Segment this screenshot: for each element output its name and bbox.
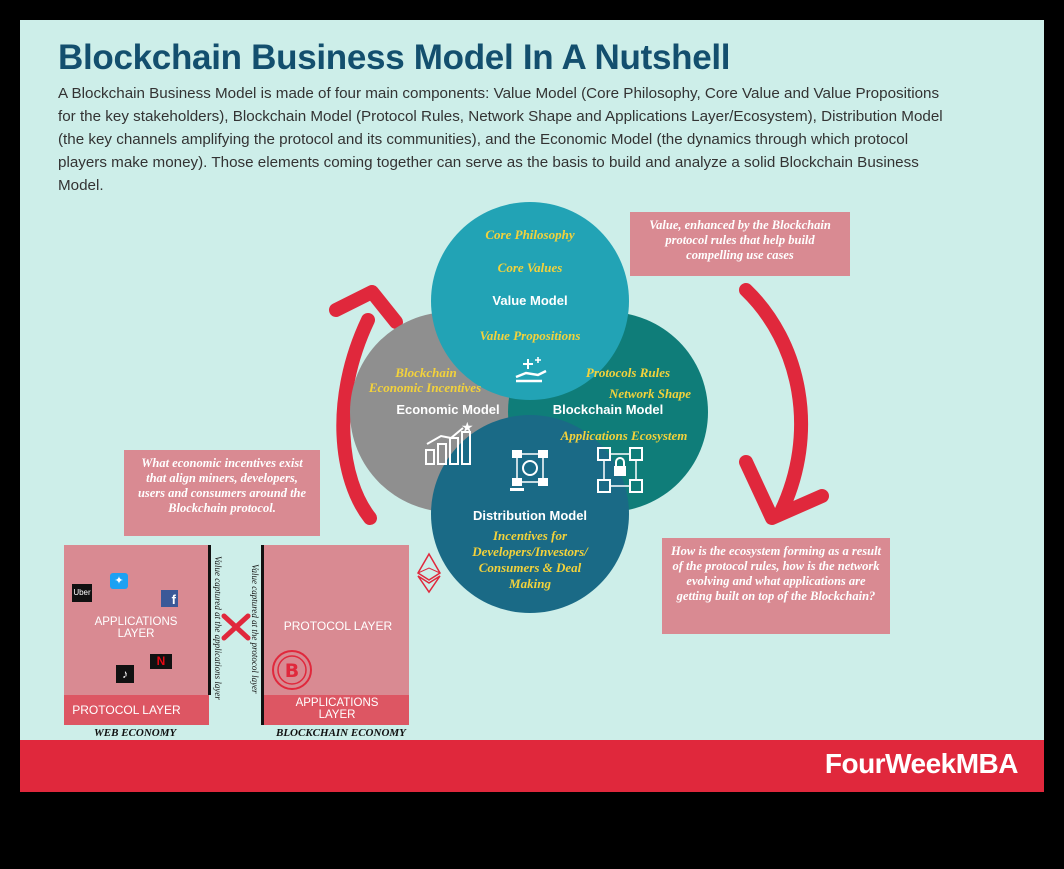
tiktok-icon: ♪: [116, 665, 134, 683]
footer-bar: FourWeekMBA: [20, 740, 1044, 792]
economic-incentives-label: Economic Incentives: [368, 380, 482, 395]
uber-logo: Uber: [72, 584, 92, 602]
netflix-icon: N: [150, 654, 172, 669]
core-philosophy-label: Core Philosophy: [485, 227, 575, 242]
note-ecosystem-forming: How is the ecosystem forming as a result…: [662, 538, 890, 634]
right-cycle-arrow: [739, 283, 829, 525]
intro-paragraph: A Blockchain Business Model is made of f…: [58, 85, 943, 194]
blockchain-divider: [261, 545, 264, 725]
distribution-line-4: Making: [509, 576, 551, 591]
cross-icon: [221, 613, 251, 641]
web-protocol-layer-box: [64, 695, 209, 725]
brand-logo[interactable]: FourWeekMBA: [824, 748, 1019, 779]
protocols-rules-label: Protocols Rules: [585, 365, 671, 380]
web-protocol-layer-label: PROTOCOL LAYER: [72, 703, 181, 717]
blockchain-protocol-layer-label: PROTOCOL LAYER: [283, 619, 393, 633]
distribution-network-icon: [510, 450, 548, 491]
web-applications-layer-label: APPLICATIONS LAYER: [94, 616, 178, 640]
facebook-icon: f: [161, 590, 178, 607]
left-cycle-arrow: [329, 285, 403, 525]
core-values-label: Core Values: [497, 260, 563, 275]
note-economic-incentives: What economic incentives exist that alig…: [124, 450, 320, 536]
ethereum-icon: [416, 552, 442, 594]
note-value-enhanced: Value, enhanced by the Blockchain protoc…: [630, 212, 850, 276]
network-lock-icon: [597, 447, 643, 493]
blockchain-applications-layer-box: [264, 695, 409, 725]
web-divider: [208, 545, 211, 695]
svg-text:★: ★: [461, 422, 473, 436]
twitter-icon: ✦: [110, 573, 128, 589]
growth-chart-icon: ★: [425, 422, 473, 465]
blockchain-model-title: Blockchain Model: [552, 402, 664, 417]
web-applications-layer-box: [64, 545, 209, 695]
distribution-line-1: Incentives for: [492, 528, 568, 543]
blockchain-applications-layer-label: APPLICATIONS LAYER: [295, 697, 379, 721]
distribution-model-circle: [431, 415, 629, 613]
page-title: Blockchain Business Model In A Nutshell: [58, 38, 731, 77]
hand-sparkle-icon: [515, 357, 547, 383]
web-economy-caption: WEB ECONOMY: [94, 727, 177, 739]
distribution-line-3: Consumers & Deal: [478, 560, 582, 575]
infographic-card: Blockchain Business Model In A Nutshell …: [20, 20, 1044, 740]
blockchain-protocol-layer-box: [264, 545, 409, 695]
applications-ecosystem-label: Applications Ecosystem: [560, 428, 688, 443]
svg-text:B: B: [285, 660, 299, 682]
blockchain-economy-caption: BLOCKCHAIN ECONOMY: [276, 727, 406, 739]
value-model-title: Value Model: [492, 293, 568, 308]
distribution-line-2: Developers/Investors/: [472, 544, 588, 559]
bitcoin-icon: B: [272, 650, 312, 690]
economic-blockchain-label: Blockchain: [395, 365, 457, 380]
distribution-model-title: Distribution Model: [472, 508, 588, 523]
network-shape-label: Network Shape: [609, 386, 691, 401]
value-propositions-label: Value Propositions: [479, 328, 581, 343]
economic-model-title: Economic Model: [396, 402, 500, 417]
value-model-circle: [431, 202, 629, 400]
blockchain-side-text: Value captured at the protocol layer: [250, 564, 260, 694]
